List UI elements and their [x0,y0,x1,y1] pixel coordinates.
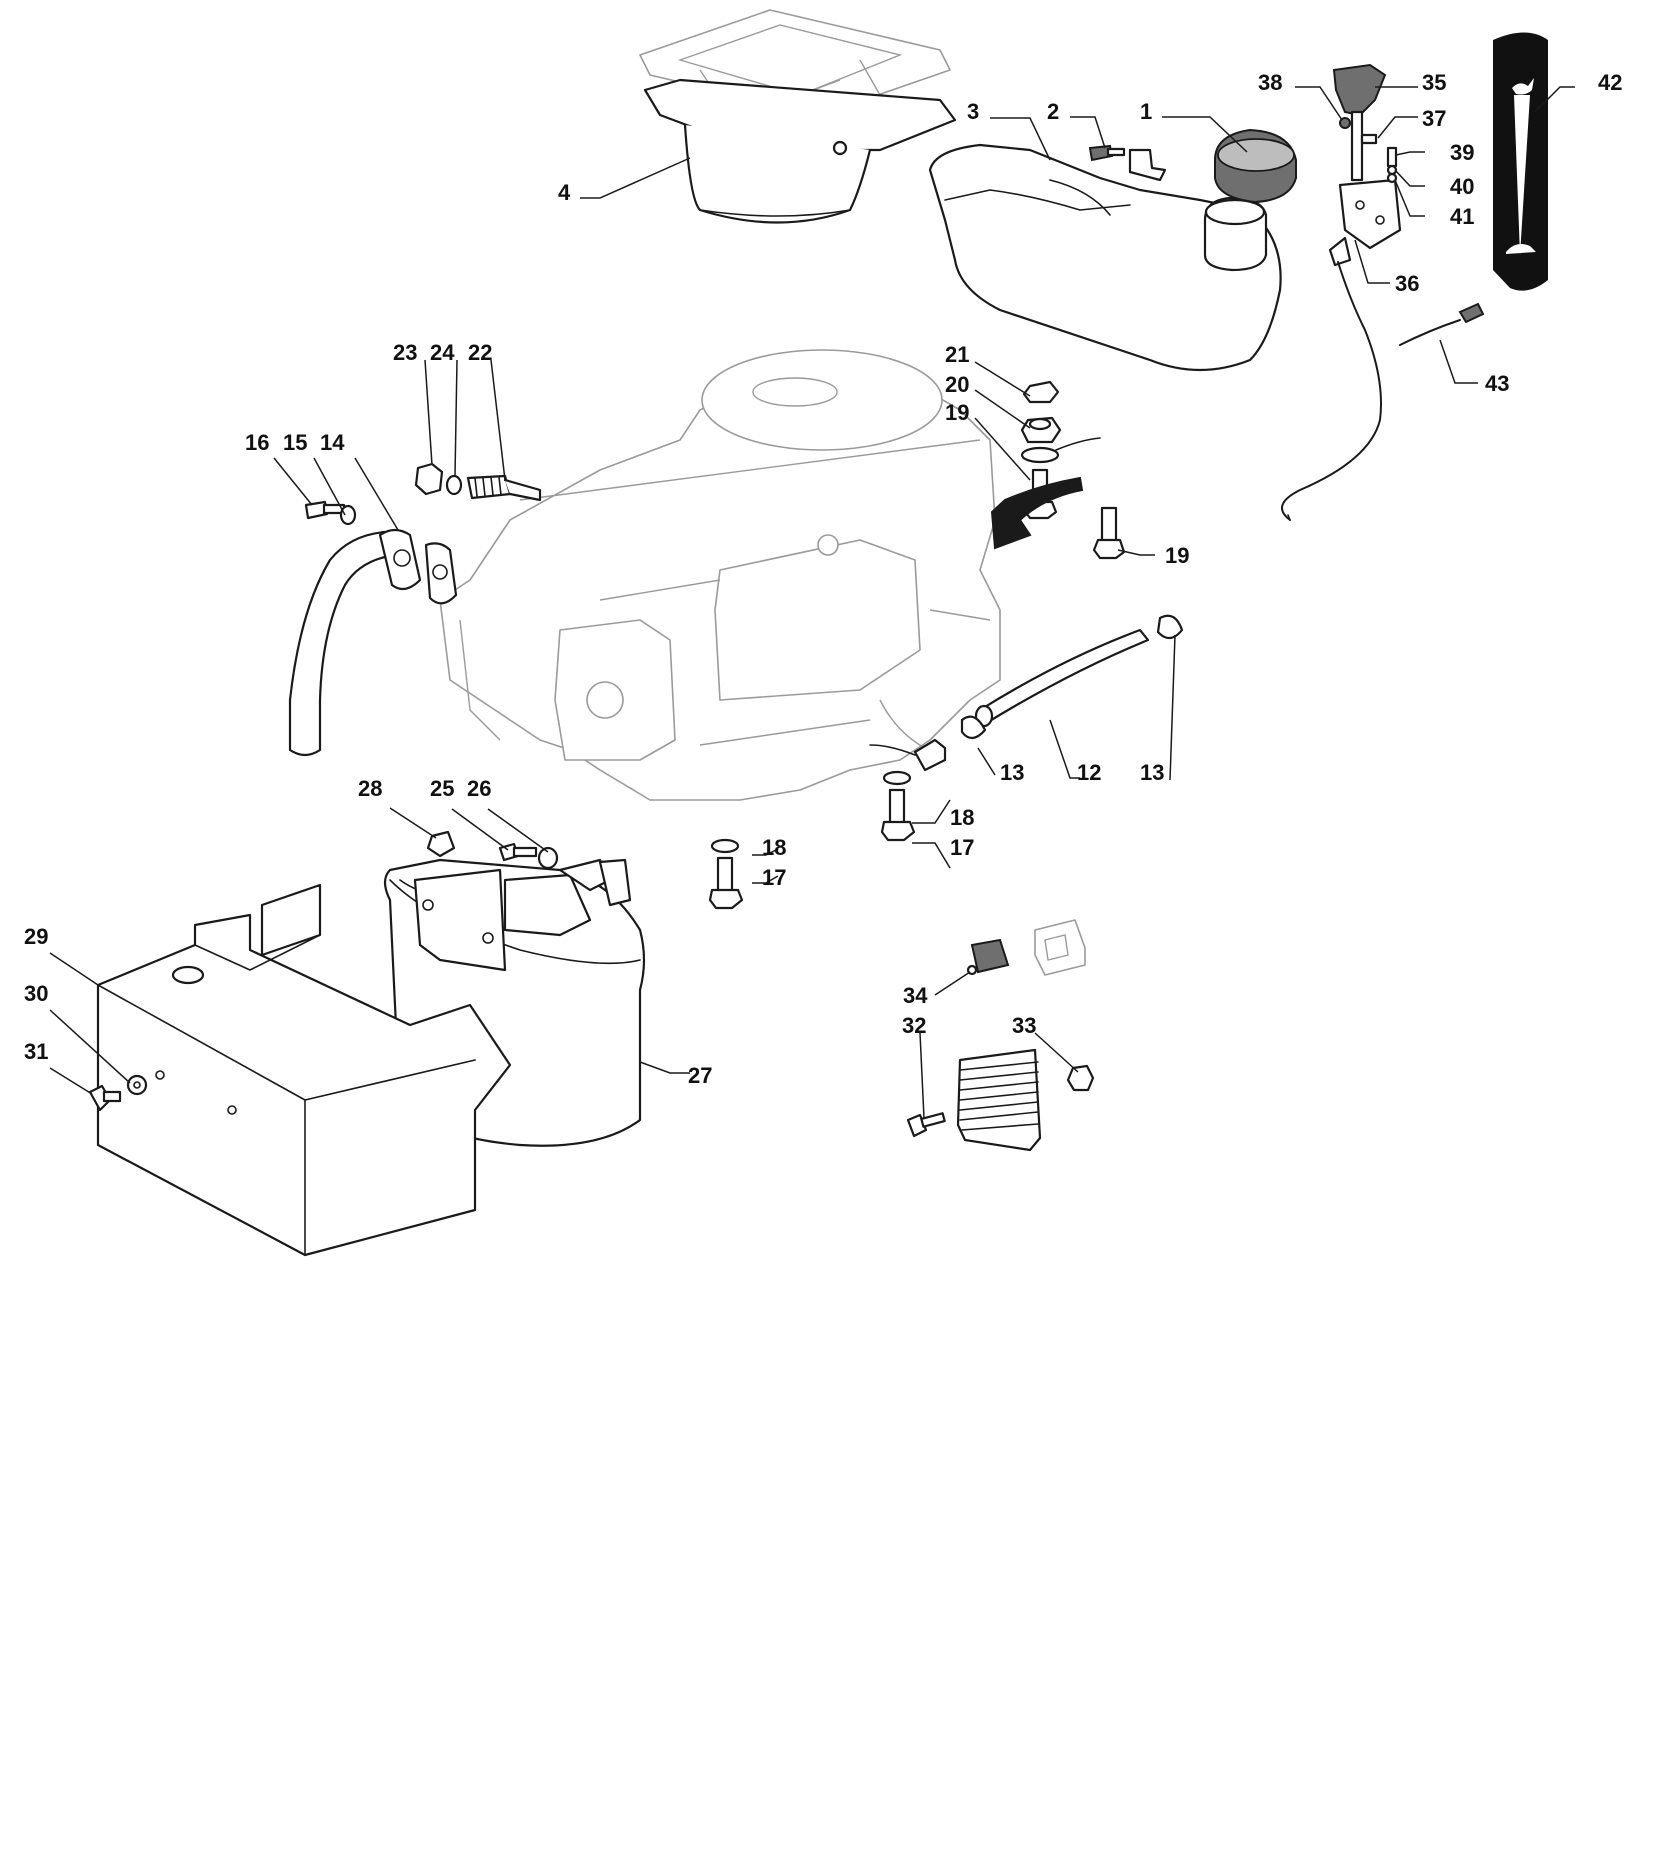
callout-3: 3 [967,99,979,124]
callout-20: 20 [945,372,969,397]
callout-14: 14 [320,430,345,455]
throttle-decal-part[interactable] [1493,32,1548,291]
callout-23: 23 [393,340,417,365]
engine-block-part [439,349,1001,801]
callout-17-right: 17 [950,835,974,860]
engine-mount-hardware-part[interactable] [990,380,1126,560]
callout-41: 41 [1450,204,1474,229]
exhaust-stud-part[interactable] [414,462,542,502]
callout-37: 37 [1422,106,1446,131]
callout-29: 29 [24,924,48,949]
callout-32: 32 [902,1013,926,1038]
fuel-cap-part[interactable] [1214,128,1297,204]
callout-42: 42 [1598,70,1622,95]
throttle-control-part[interactable] [1328,63,1402,267]
callout-16: 16 [245,430,269,455]
rabbit-icon [1512,78,1534,95]
callout-17-left: 17 [762,865,786,890]
callout-27: 27 [688,1063,712,1088]
callout-18-left: 18 [762,835,786,860]
callout-19-right: 19 [1165,543,1189,568]
callout-2: 2 [1047,99,1059,124]
callout-26: 26 [467,776,491,801]
callout-36: 36 [1395,271,1419,296]
callout-38: 38 [1258,70,1282,95]
turtle-icon [1506,244,1536,254]
exhaust-bolt-part[interactable] [304,500,357,526]
wire-terminal-part[interactable] [1399,302,1485,346]
callout-13-right: 13 [1140,760,1164,785]
callout-21: 21 [945,342,969,367]
tank-screw-part[interactable] [1088,144,1126,162]
air-shroud-part[interactable] [639,9,957,224]
callout-25: 25 [430,776,454,801]
callout-labels: 1 2 3 4 12 13 13 14 15 16 17 17 18 18 19… [24,70,1622,1088]
voltage-regulator-part[interactable] [906,1048,1095,1152]
callout-15: 15 [283,430,307,455]
callout-4: 4 [558,180,571,205]
leader-lines [49,86,1575,1119]
callout-12: 12 [1077,760,1101,785]
callout-35: 35 [1422,70,1446,95]
fuel-fitting-part [869,738,947,772]
callout-28: 28 [358,776,382,801]
heat-shield-bolt-part[interactable] [88,1074,148,1112]
muffler-hardware-part[interactable] [426,830,559,870]
callout-40: 40 [1450,174,1474,199]
callout-30: 31 [24,1039,48,1064]
heat-shield-part[interactable] [96,883,512,1257]
callout-18-right: 18 [950,805,974,830]
engine-base-bolts-part[interactable] [708,770,916,910]
fuel-hose-part[interactable] [960,614,1184,740]
callout-1: 1 [1140,99,1152,124]
callout-39: 39 [1450,140,1474,165]
callout-34: 34 [903,983,928,1008]
throttle-cable-part[interactable] [1281,261,1382,521]
callout-43: 43 [1485,371,1509,396]
callout-19-top: 19 [945,400,969,425]
callout-22: 22 [468,340,492,365]
callout-31: 30 [24,981,48,1006]
fuel-tank-part[interactable] [928,143,1282,372]
callout-33: 33 [1012,1013,1036,1038]
callout-13-left: 13 [1000,760,1024,785]
callout-24: 24 [430,340,455,365]
relay-part[interactable] [966,919,1086,976]
exhaust-pipe-part[interactable] [288,528,458,757]
